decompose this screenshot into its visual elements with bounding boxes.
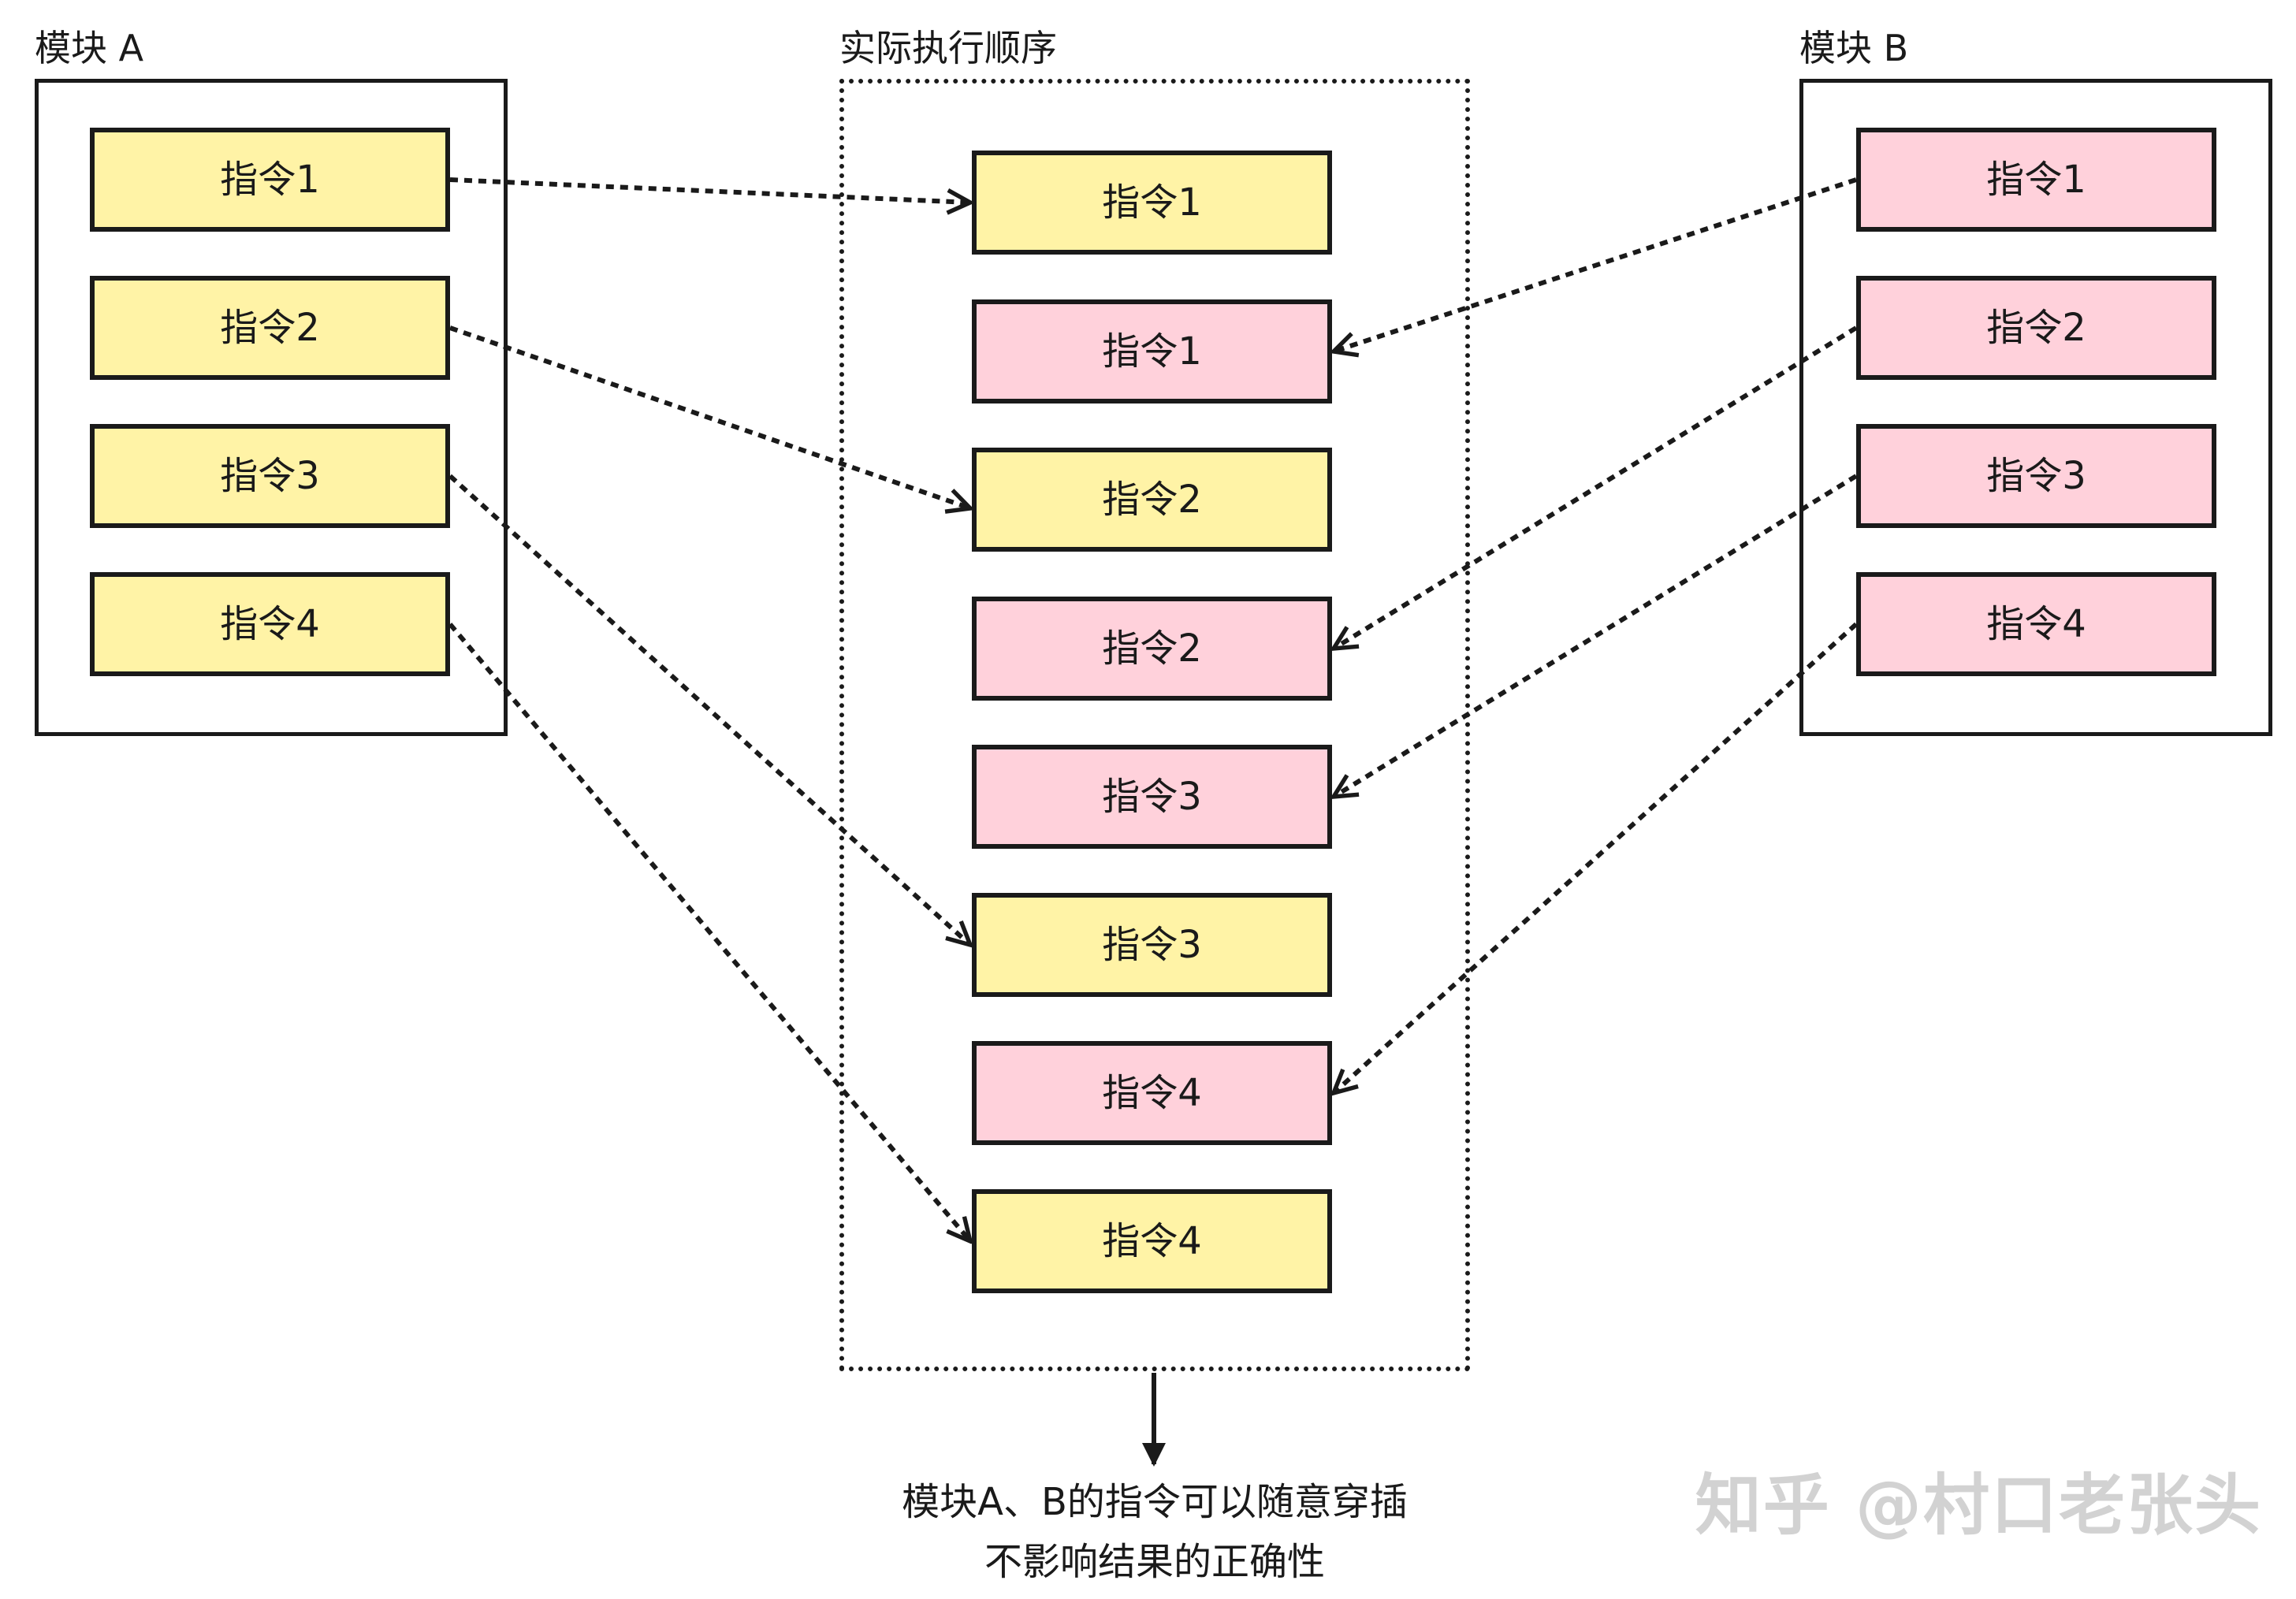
module-b-instruction-4: 指令4 (1856, 572, 2216, 676)
order-step-7-b-instruction-4: 指令4 (972, 1041, 1332, 1145)
module-a-instruction-4: 指令4 (90, 572, 450, 676)
order-step-5-b-instruction-3: 指令3 (972, 745, 1332, 849)
caption-line-1: 模块A、B的指令可以随意穿插 (902, 1480, 1408, 1524)
watermark: 知乎 @村口老张头 (1695, 1467, 2262, 1544)
execution-order-box (839, 79, 1470, 1371)
caption-line-2: 不影响结果的正确性 (984, 1540, 1325, 1584)
module-a-instruction-2: 指令2 (90, 276, 450, 380)
module-a-instruction-3: 指令3 (90, 424, 450, 528)
order-step-3-a-instruction-2: 指令2 (972, 448, 1332, 552)
module-b-instruction-2: 指令2 (1856, 276, 2216, 380)
order-step-8-a-instruction-4: 指令4 (972, 1189, 1332, 1293)
order-step-6-a-instruction-3: 指令3 (972, 893, 1332, 997)
module-b-label: 模块 B (1799, 27, 1909, 69)
module-a-instruction-1: 指令1 (90, 128, 450, 232)
execution-order-label: 实际执行顺序 (839, 27, 1057, 69)
order-step-4-b-instruction-2: 指令2 (972, 597, 1332, 701)
order-step-1-a-instruction-1: 指令1 (972, 151, 1332, 255)
module-b-instruction-3: 指令3 (1856, 424, 2216, 528)
module-a-label: 模块 A (35, 27, 144, 69)
module-b-instruction-1: 指令1 (1856, 128, 2216, 232)
order-step-2-b-instruction-1: 指令1 (972, 299, 1332, 403)
